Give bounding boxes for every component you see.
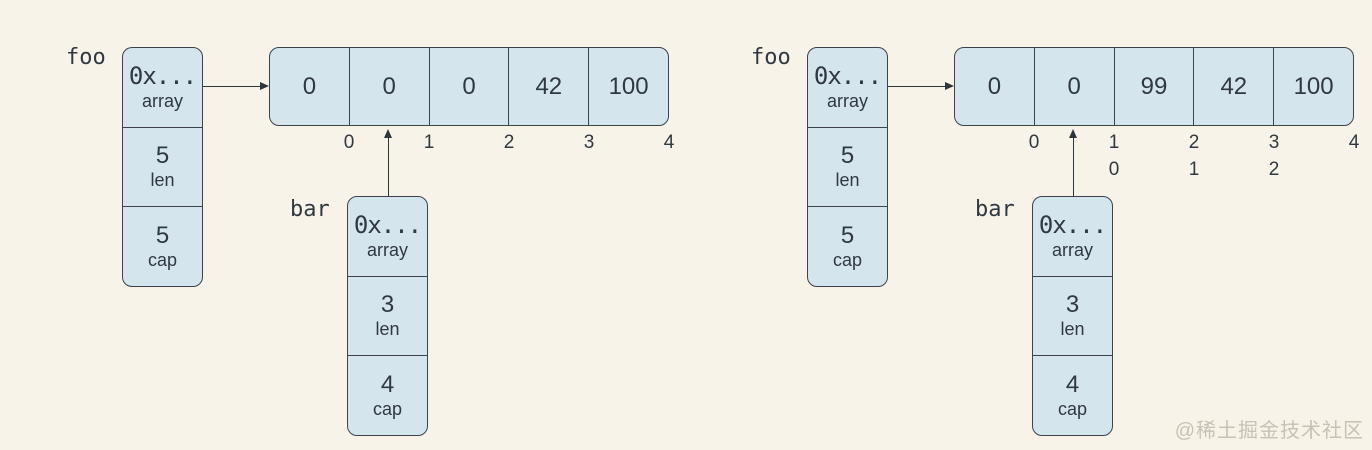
- arrowhead-icon: [383, 129, 392, 138]
- array-cell-4: 100: [1273, 48, 1353, 125]
- bar-field-array: 0x... array: [1033, 197, 1112, 276]
- field-name: array: [141, 90, 183, 111]
- index-label-2: 2: [1188, 132, 1200, 153]
- foo-label: foo: [751, 45, 791, 70]
- foo-label: foo: [66, 45, 106, 70]
- bar-field-len: 3 len: [1033, 275, 1112, 356]
- foo-field-array: 0x... array: [808, 48, 887, 127]
- bar-field-cap: 4 cap: [1033, 355, 1112, 435]
- bar-label: bar: [975, 197, 1015, 222]
- field-value: 0x...: [128, 62, 197, 91]
- field-value: 4: [1065, 370, 1080, 398]
- field-name: cap: [1057, 398, 1088, 419]
- slice-diagram-right: foo 0x... array 5 len 5 cap 0 0 99 42 10…: [739, 40, 1372, 450]
- bar-struct: 0x... array 3 len 4 cap: [347, 196, 428, 436]
- arrowhead-icon: [945, 81, 954, 90]
- field-value: 3: [380, 290, 395, 318]
- field-name: len: [375, 319, 400, 340]
- array-cell-0: 0: [302, 72, 317, 100]
- array-cell-3: 42: [508, 48, 588, 125]
- index-label-3: 3: [583, 132, 595, 153]
- field-name: array: [366, 239, 408, 260]
- field-value: 0x...: [353, 211, 422, 240]
- field-value: 5: [155, 221, 170, 249]
- array-cell-3: 42: [1193, 48, 1273, 125]
- backing-array: 0 0 99 42 100: [954, 47, 1354, 126]
- bar-field-len: 3 len: [348, 275, 427, 356]
- foo-field-len: 5 len: [808, 126, 887, 207]
- slice-diagram-left: foo 0x... array 5 len 5 cap 0 0 0 42 100…: [54, 40, 694, 450]
- bar-field-array: 0x... array: [348, 197, 427, 276]
- bar-to-array-arrow: [383, 129, 392, 196]
- field-name: array: [826, 90, 868, 111]
- field-value: 5: [155, 141, 170, 169]
- field-value: 4: [380, 370, 395, 398]
- bar-index-label-2: 2: [1268, 159, 1280, 180]
- index-label-1: 1: [1108, 132, 1120, 153]
- field-value: 5: [840, 221, 855, 249]
- index-label-1: 1: [423, 132, 435, 153]
- index-label-4: 4: [663, 132, 675, 153]
- bar-label: bar: [290, 197, 330, 222]
- field-value: 5: [840, 141, 855, 169]
- bar-struct: 0x... array 3 len 4 cap: [1032, 196, 1113, 436]
- field-name: cap: [372, 398, 403, 419]
- field-name: len: [1060, 319, 1085, 340]
- index-label-4: 4: [1348, 132, 1360, 153]
- index-label-0: 0: [1028, 132, 1040, 153]
- foo-field-cap: 5 cap: [123, 206, 202, 286]
- foo-to-array-arrow: [888, 81, 954, 90]
- foo-to-array-arrow: [203, 81, 269, 90]
- array-cell-4: 100: [588, 48, 668, 125]
- arrowhead-icon: [260, 81, 269, 90]
- field-value: 0x...: [1038, 211, 1107, 240]
- field-name: cap: [147, 249, 178, 270]
- field-name: array: [1051, 239, 1093, 260]
- backing-array: 0 0 0 42 100: [269, 47, 669, 126]
- index-label-3: 3: [1268, 132, 1280, 153]
- index-label-2: 2: [503, 132, 515, 153]
- array-cell-1: 0: [1033, 48, 1114, 125]
- field-name: cap: [832, 249, 863, 270]
- foo-struct: 0x... array 5 len 5 cap: [807, 47, 888, 287]
- index-label-0: 0: [343, 132, 355, 153]
- foo-field-cap: 5 cap: [808, 206, 887, 286]
- bar-index-label-0: 0: [1108, 159, 1120, 180]
- bar-field-cap: 4 cap: [348, 355, 427, 435]
- array-cell-0: 0: [987, 72, 1002, 100]
- bar-index-label-1: 1: [1188, 159, 1200, 180]
- field-name: len: [835, 170, 860, 191]
- foo-field-array: 0x... array: [123, 48, 202, 127]
- watermark: @稀土掘金技术社区: [1174, 420, 1364, 442]
- field-value: 3: [1065, 290, 1080, 318]
- field-value: 0x...: [813, 62, 882, 91]
- arrowhead-icon: [1068, 129, 1077, 138]
- array-cell-2: 0: [428, 48, 509, 125]
- array-cell-2: 99: [1113, 48, 1194, 125]
- field-name: len: [150, 170, 175, 191]
- foo-field-len: 5 len: [123, 126, 202, 207]
- bar-to-array-arrow: [1068, 129, 1077, 196]
- foo-struct: 0x... array 5 len 5 cap: [122, 47, 203, 287]
- array-cell-1: 0: [348, 48, 429, 125]
